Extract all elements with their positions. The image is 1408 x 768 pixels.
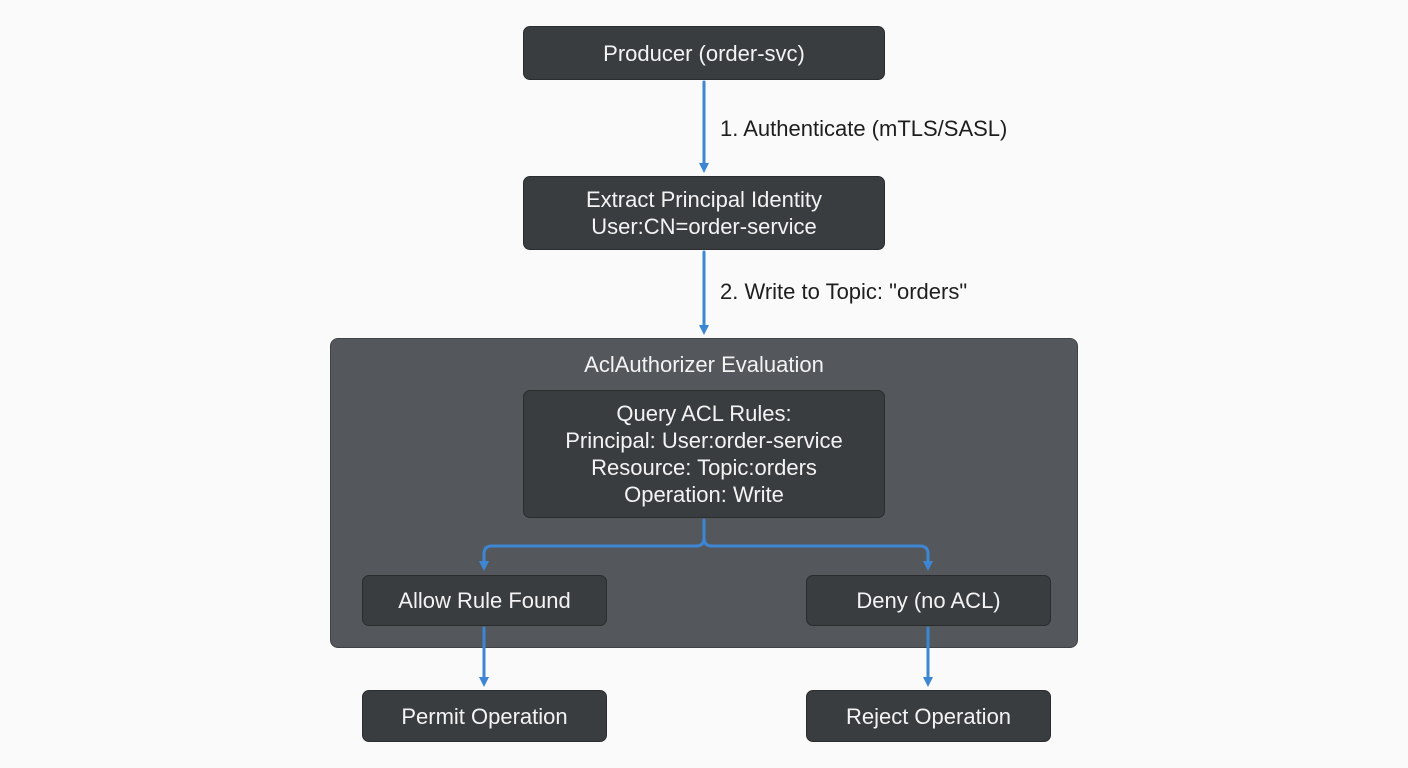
permit-label: Permit Operation <box>401 703 568 729</box>
query-line-4: Operation: Write <box>624 482 784 507</box>
producer-label: Producer (order-svc) <box>603 40 805 66</box>
reject-operation-node: Reject Operation <box>806 690 1051 742</box>
query-acl-node: Query ACL Rules: Principal: User:order-s… <box>523 390 885 518</box>
query-line-3: Resource: Topic:orders <box>591 455 817 480</box>
deny-label: Deny (no ACL) <box>856 588 1001 613</box>
allow-rule-node: Allow Rule Found <box>362 575 607 626</box>
deny-node: Deny (no ACL) <box>806 575 1051 626</box>
extract-line-2: User:CN=order-service <box>591 214 817 239</box>
allow-label: Allow Rule Found <box>398 588 571 613</box>
producer-node: Producer (order-svc) <box>523 26 885 80</box>
query-line-1: Query ACL Rules: <box>616 401 792 426</box>
arrow-query-split <box>479 518 706 571</box>
arrow-query-to-deny <box>702 536 933 571</box>
group-title: AclAuthorizer Evaluation <box>584 352 824 377</box>
query-line-2: Principal: User:order-service <box>565 428 843 453</box>
permit-operation-node: Permit Operation <box>362 690 607 742</box>
edge-label-write: 2. Write to Topic: "orders" <box>720 279 968 304</box>
edge-label-authenticate: 1. Authenticate (mTLS/SASL) <box>720 116 1008 141</box>
extract-line-1: Extract Principal Identity <box>586 187 822 212</box>
extract-principal-node: Extract Principal Identity User:CN=order… <box>523 176 885 250</box>
reject-label: Reject Operation <box>845 703 1012 729</box>
